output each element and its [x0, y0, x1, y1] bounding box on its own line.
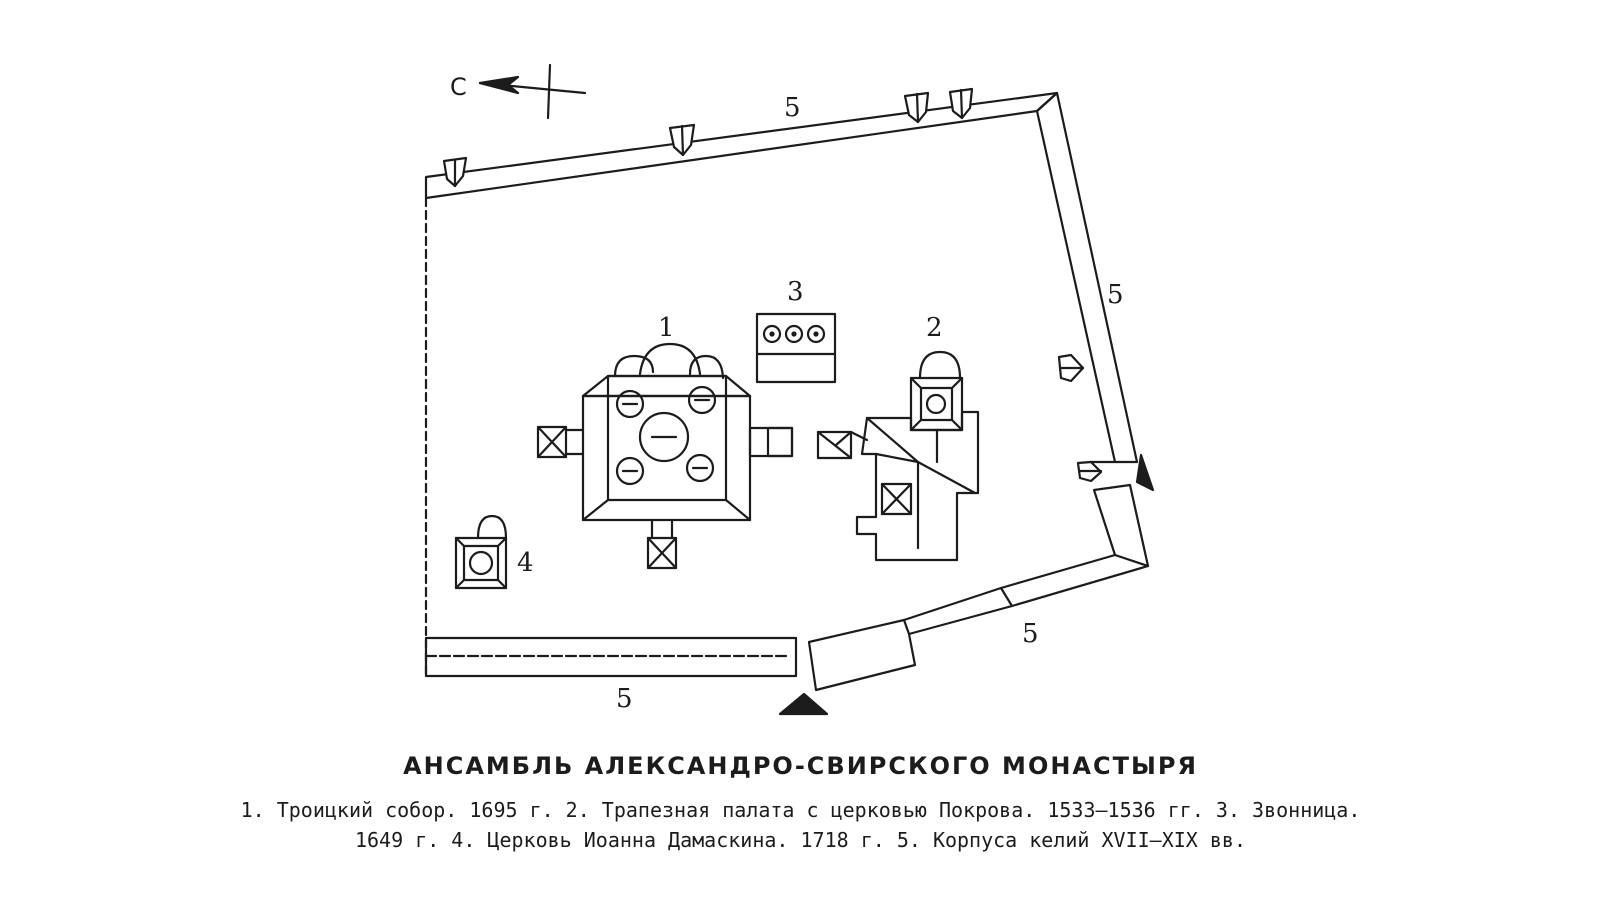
cells-wall-south [807, 483, 1150, 692]
north-arrow-icon [478, 63, 587, 120]
south-gate-icon [778, 692, 829, 716]
church-john-damascene [454, 514, 508, 590]
label-trinity-cathedral: 1 [658, 313, 675, 343]
refectory-with-church [816, 350, 980, 562]
trinity-cathedral [536, 342, 794, 570]
north-label: С [450, 73, 467, 101]
legend-line: 1. Троицкий собор. 1695 г. 2. Трапезная … [240, 798, 1361, 822]
label-cells-south: 5 [1022, 619, 1039, 649]
label-cells-west: 5 [616, 684, 633, 714]
belfry [755, 312, 837, 384]
caption-title: АНСАМБЛЬ АЛЕКСАНДРО-СВИРСКОГО МОНАСТЫРЯ [403, 752, 1198, 780]
cells-wall-west [424, 636, 798, 678]
label-cells-north: 5 [784, 93, 801, 123]
label-belfry: 3 [787, 277, 804, 307]
wall-tower-icon [442, 87, 974, 188]
label-church-john-damascene: 4 [517, 548, 534, 578]
dome-icon [615, 385, 717, 486]
wall-tower-icon [1057, 353, 1103, 483]
monastery-plan: С 5 5 5 5 1 2 3 4 [424, 63, 1155, 716]
label-cells-east: 5 [1107, 280, 1124, 310]
legend-line: 1649 г. 4. Церковь Иоанна Дамаскина. 171… [354, 828, 1247, 852]
caption-legend: 1. Троицкий собор. 1695 г. 2. Трапезная … [0, 795, 1601, 855]
east-gate-icon [1135, 453, 1155, 492]
bell-icon [762, 324, 826, 344]
cells-wall-east [1035, 91, 1139, 464]
label-refectory: 2 [926, 313, 943, 343]
